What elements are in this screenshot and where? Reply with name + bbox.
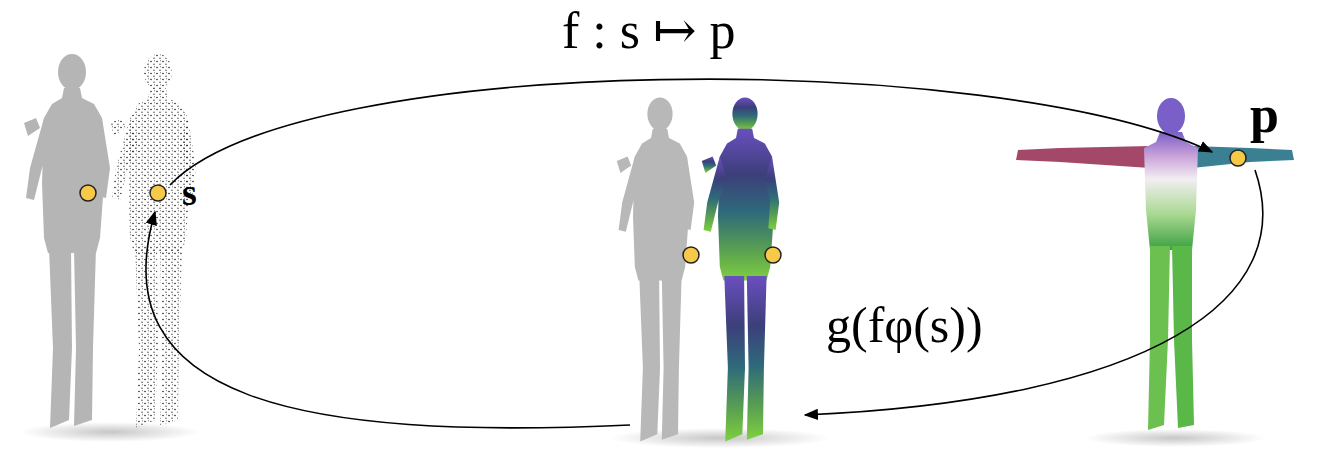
left-figures [20, 54, 200, 442]
mapping-label: f : s ↦ p [562, 2, 736, 59]
label-holder: g(fφ(s)) [826, 298, 983, 353]
point-label: p [1250, 86, 1279, 143]
label-holder: p [1250, 86, 1279, 143]
label-holder: f : s ↦ p [562, 2, 736, 59]
point-label: s [182, 172, 197, 214]
label-holder: s [182, 172, 197, 214]
template-figure [1016, 98, 1294, 447]
middle-figures [610, 98, 830, 448]
loop-arrows [146, 79, 1263, 428]
correspondence-points [80, 150, 1246, 263]
mapping-label: g(fφ(s)) [826, 298, 983, 353]
